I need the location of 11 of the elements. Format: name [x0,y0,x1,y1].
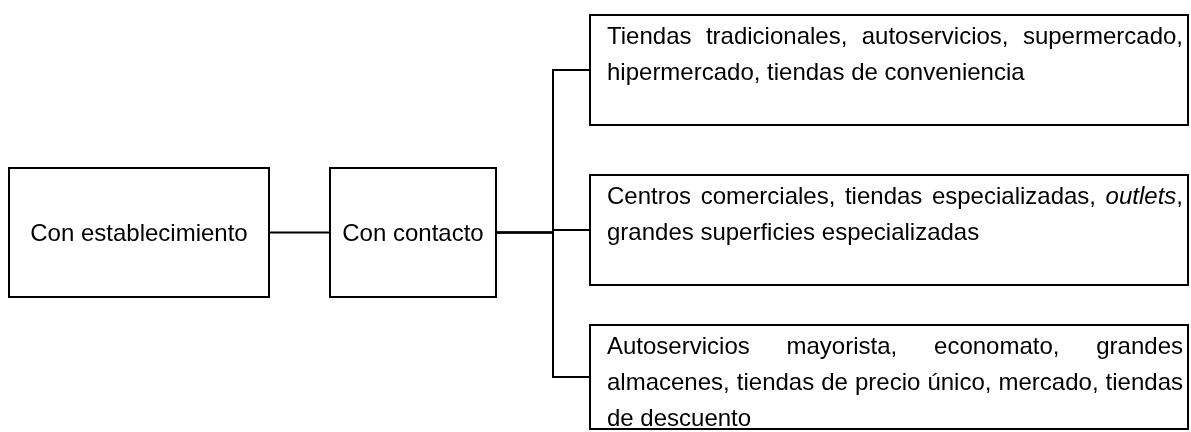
description-box [589,14,1189,126]
box-text: Con establecimiento [30,217,248,248]
category-box [8,167,270,298]
connector-line [269,231,330,234]
description-box [589,174,1189,286]
box-text: Centros comerciales, tiendas especializadas, outlets, grandes superficies especializadas [607,181,1183,247]
box-text: Tiendas tradicionales, autoservicios, supermercado, hipermercado, tiendas de conveniencia [607,21,1183,87]
category-box [329,167,497,298]
box-text: Autoservicios mayorista, economato, grandes almacenes, tiendas de precio único, mercado, tiendas de descuento [607,331,1183,432]
box-text: Con contacto [342,217,484,248]
connector-line [496,231,590,378]
